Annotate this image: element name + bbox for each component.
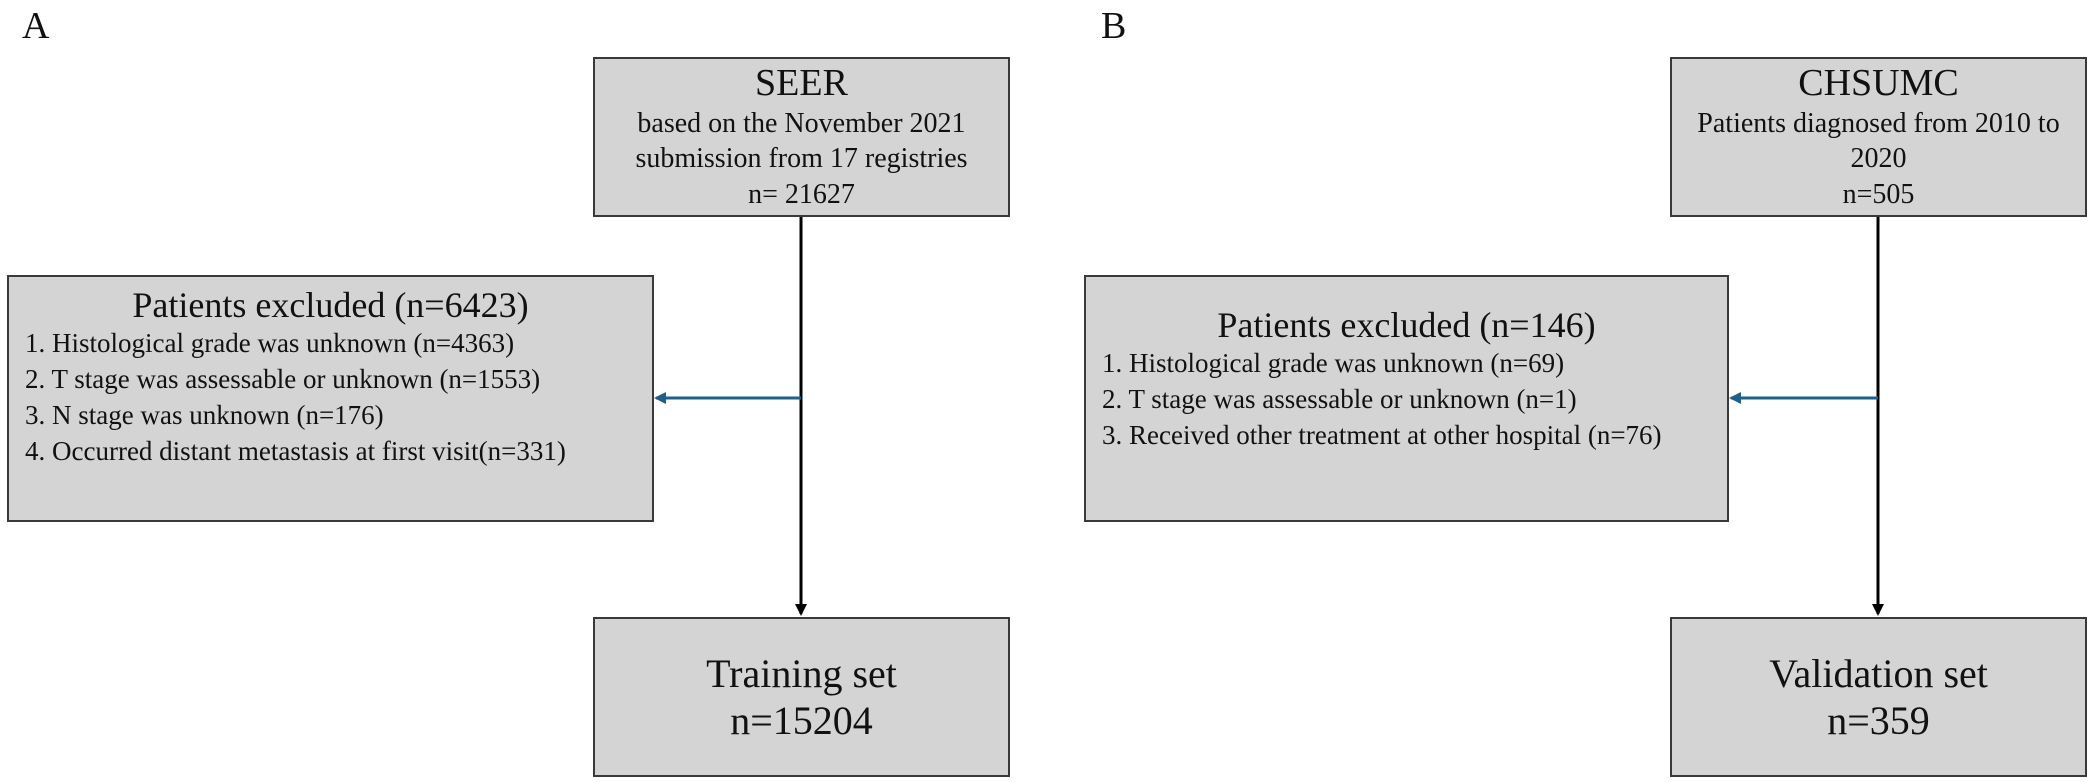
a-excluded-item: 3. N stage was unknown (n=176) (25, 400, 384, 431)
b-result-title: Validation set (1769, 650, 1988, 696)
a-result-count: n=15204 (730, 698, 873, 743)
b-result-count: n=359 (1827, 698, 1930, 743)
b-source-line: n=505 (1842, 178, 1915, 210)
b-excluded-item: 3. Received other treatment at other hos… (1102, 420, 1662, 451)
b-excluded-box: Patients excluded (n=146) 1. Histologica… (1084, 275, 1729, 522)
a-excluded-title: Patients excluded (n=6423) (132, 285, 529, 325)
b-source-box: CHSUMC Patients diagnosed from 2010 to 2… (1670, 57, 2087, 217)
b-excluded-item: 1. Histological grade was unknown (n=69) (1102, 348, 1565, 379)
a-excluded-box: Patients excluded (n=6423) 1. Histologic… (7, 275, 654, 522)
panel-b-label: B (1101, 5, 1127, 47)
b-source-line: 2020 (1850, 143, 1907, 175)
a-source-box: SEER based on the November 2021 submissi… (593, 57, 1010, 217)
a-source-title: SEER (755, 61, 848, 104)
b-excluded-item: 2. T stage was assessable or unknown (n=… (1102, 384, 1577, 415)
b-result-box: Validation set n=359 (1670, 617, 2087, 777)
panel-a-label: A (22, 5, 50, 47)
a-excluded-item: 2. T stage was assessable or unknown (n=… (25, 364, 541, 395)
a-result-title: Training set (706, 650, 897, 696)
b-source-title: CHSUMC (1798, 61, 1959, 104)
a-excluded-item: 4. Occurred distant metastasis at first … (25, 436, 566, 467)
a-source-line: n= 21627 (748, 178, 855, 210)
a-source-line: submission from 17 registries (635, 143, 968, 175)
a-result-box: Training set n=15204 (593, 617, 1010, 777)
a-excluded-item: 1. Histological grade was unknown (n=436… (25, 328, 515, 359)
b-excluded-title: Patients excluded (n=146) (1217, 305, 1596, 345)
a-source-line: based on the November 2021 (637, 107, 966, 139)
b-source-line: Patients diagnosed from 2010 to (1697, 107, 2060, 139)
